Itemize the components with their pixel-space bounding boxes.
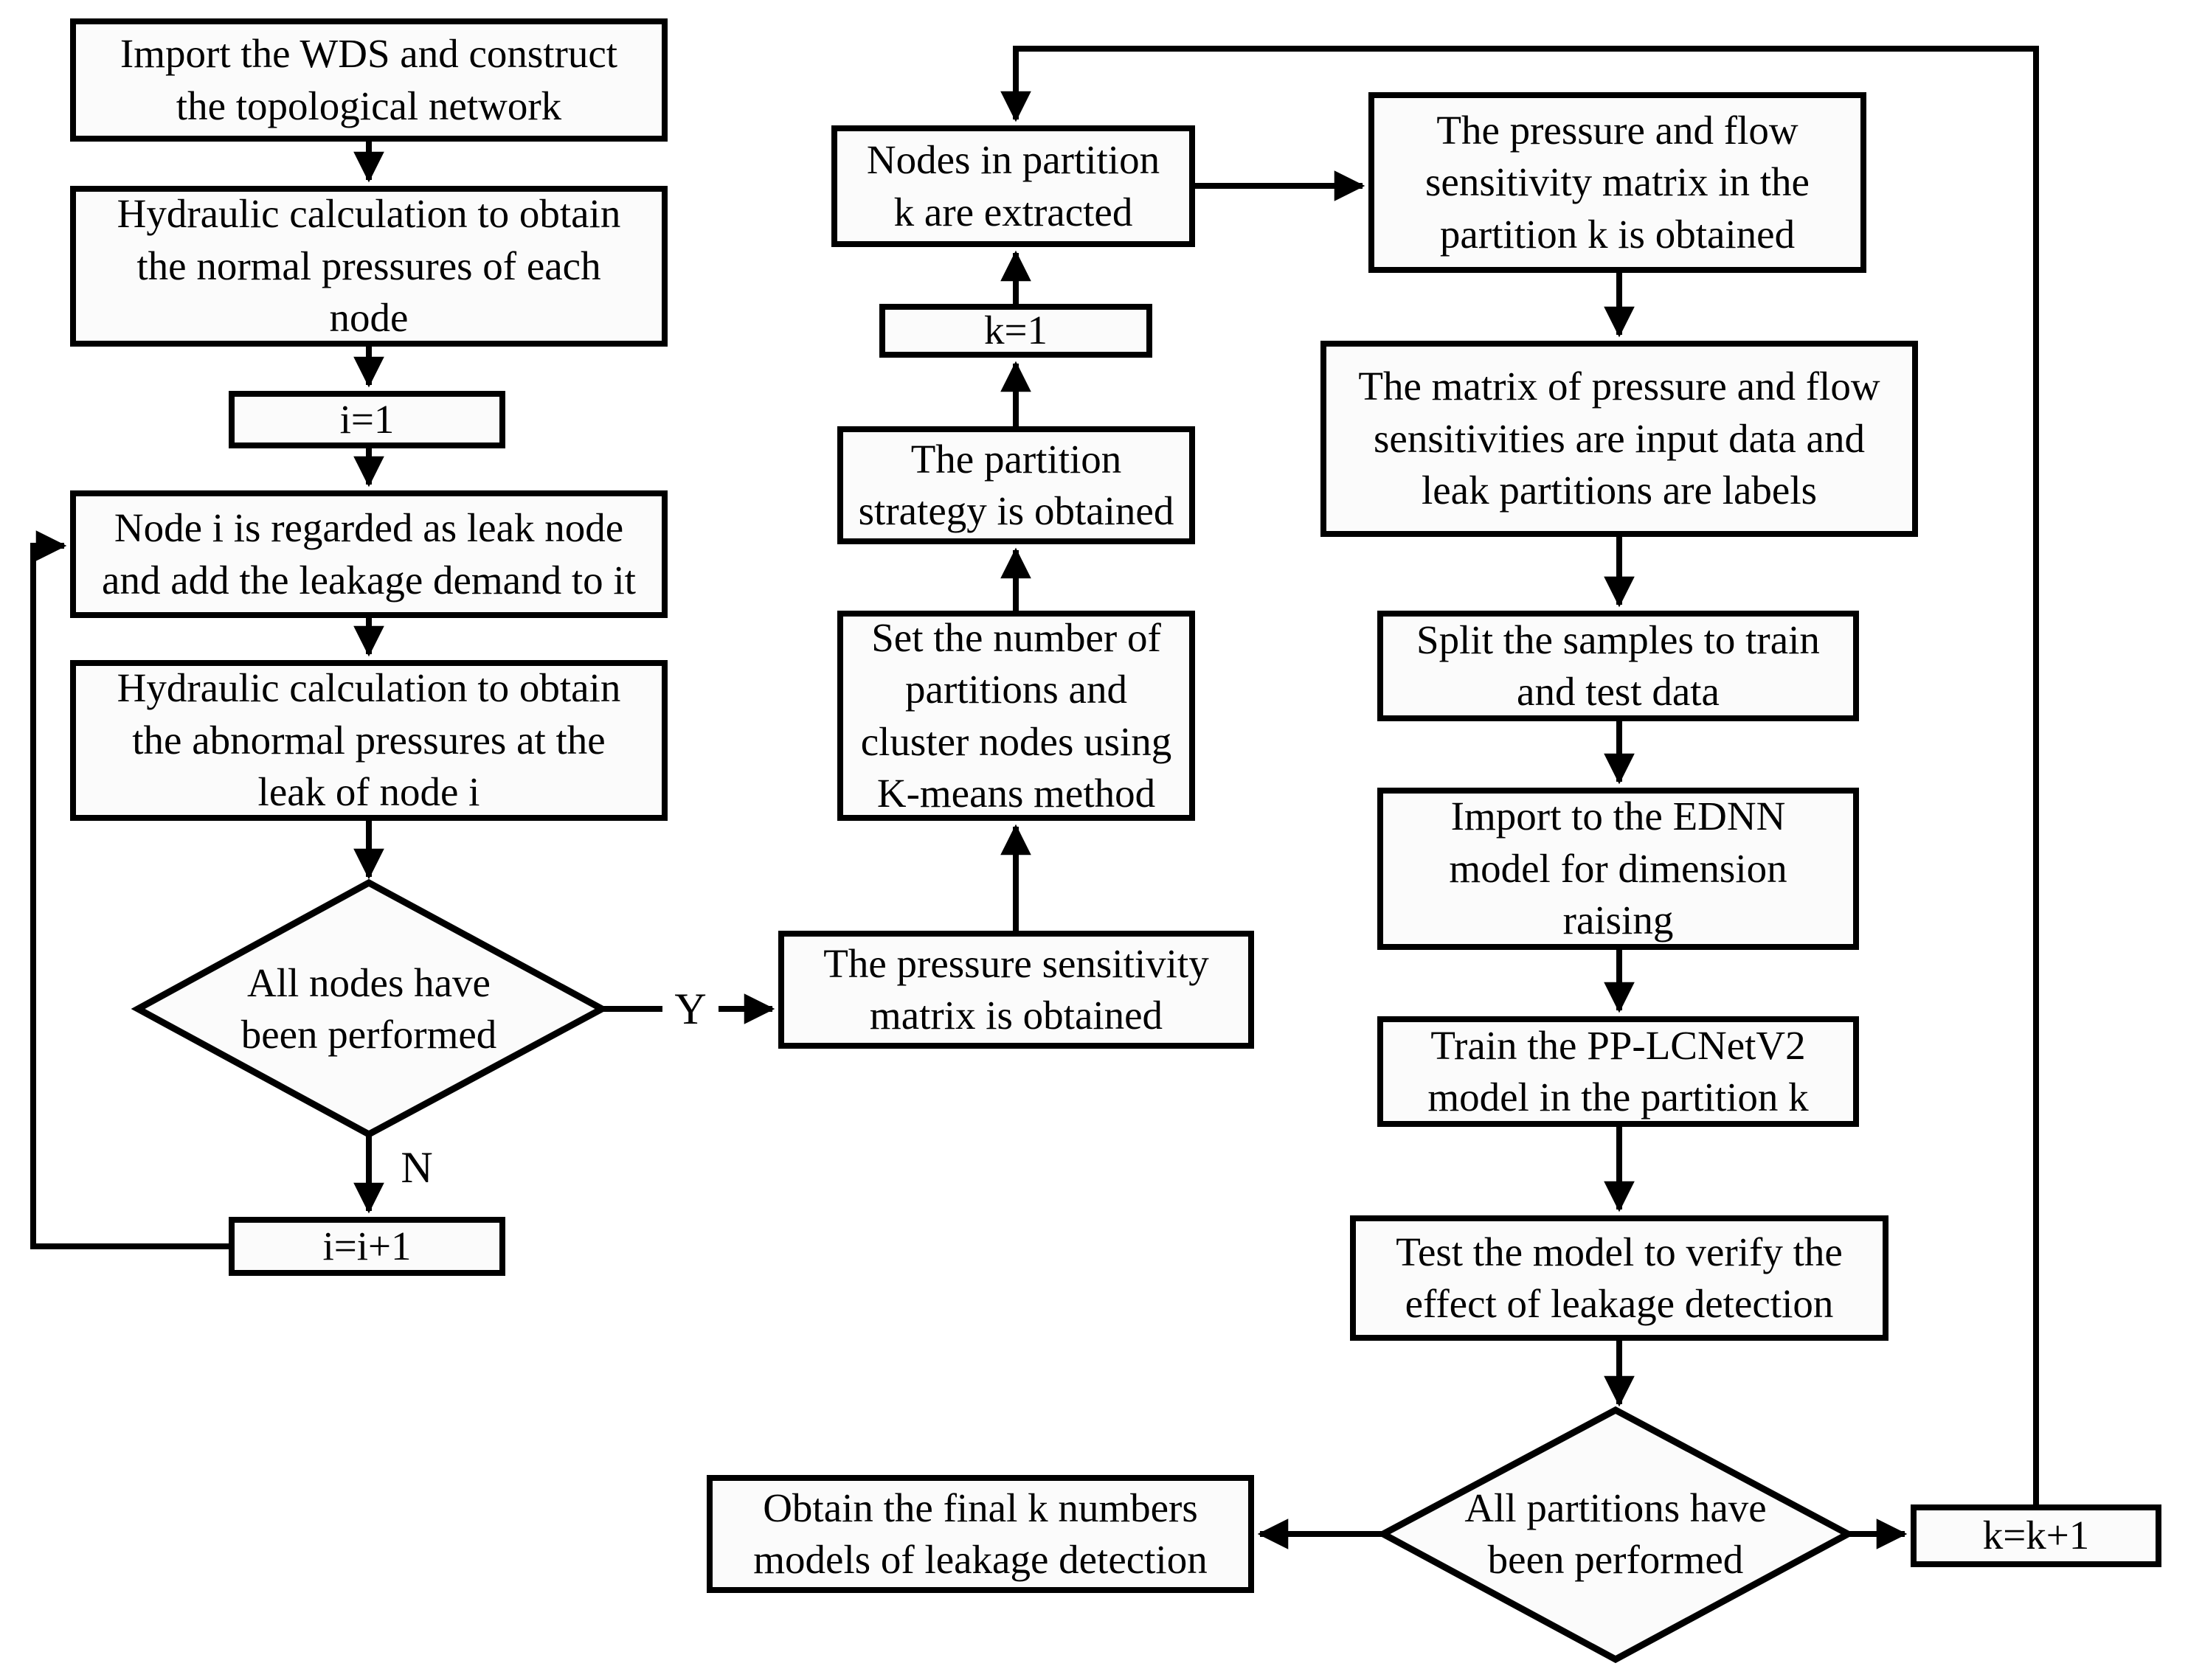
node-split-samples: Split the samples to train and test data — [1377, 611, 1859, 721]
node-pf-sensitivity: The pressure and flow sensitivity matrix… — [1368, 92, 1866, 273]
node-hydraulic-normal: Hydraulic calculation to obtain the norm… — [70, 186, 668, 347]
node-final-models: Obtain the final k numbers models of lea… — [707, 1475, 1254, 1593]
node-train-pplcnet: Train the PP-LCNetV2 model in the partit… — [1377, 1016, 1859, 1127]
node-i-init: i=1 — [229, 391, 505, 448]
node-leak-node: Node i is regarded as leak node and add … — [70, 490, 668, 618]
node-matrix-input-labels: The matrix of pressure and flow sensitiv… — [1320, 341, 1918, 537]
node-set-partitions: Set the number of partitions and cluster… — [837, 611, 1195, 821]
edge-label-no: N — [401, 1143, 433, 1192]
decision-all-partitions-label: All partitions have been performed — [1464, 1485, 1767, 1582]
decision-all-partitions-shape — [1376, 1406, 1855, 1664]
edge-iincrement-loop — [30, 530, 229, 1249]
node-k-init: k=1 — [879, 304, 1152, 358]
node-partition-strategy: The partition strategy is obtained — [837, 426, 1195, 544]
edge-kincrement-loop — [1000, 46, 2039, 1504]
node-hydraulic-abnormal: Hydraulic calculation to obtain the abno… — [70, 660, 668, 821]
node-test-model: Test the model to verify the effect of l… — [1350, 1215, 1888, 1341]
edge-label-yes: Y — [662, 981, 719, 1037]
node-ednn-import: Import to the EDNN model for dimension r… — [1377, 788, 1859, 950]
node-import-wds: Import the WDS and construct the topolog… — [70, 18, 668, 142]
node-i-increment: i=i+1 — [229, 1217, 505, 1276]
decision-all-nodes-label: All nodes have been performed — [240, 959, 497, 1057]
node-nodes-in-partition: Nodes in partition k are extracted — [831, 125, 1195, 247]
node-pressure-matrix: The pressure sensitivity matrix is obtai… — [778, 931, 1254, 1049]
node-k-increment: k=k+1 — [1911, 1504, 2161, 1567]
